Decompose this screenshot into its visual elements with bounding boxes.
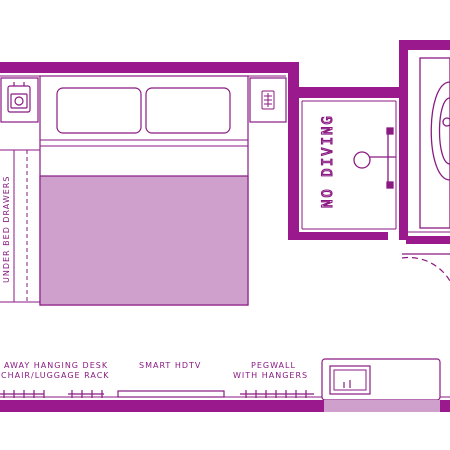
no-diving-label: NO DIVING [320, 114, 336, 208]
pegwall-label-line2: WITH HANGERS [233, 371, 308, 380]
pegwall-label-line1: PEGWALL [251, 361, 296, 370]
bathroom-right-wall [399, 40, 408, 240]
smart-tv [117, 390, 225, 398]
bottom-labels: AWAY HANGING DESK CHAIR/LUGGAGE RACK SMA… [1, 361, 308, 380]
pillow-left [56, 87, 142, 134]
pillow-right [145, 87, 231, 134]
phone-keypad-icon [261, 90, 275, 110]
bed-blanket [39, 175, 249, 306]
bed-headboard-line [39, 139, 249, 147]
bottom-furniture [0, 390, 314, 398]
alarm-clock-icon [7, 82, 31, 113]
bathroom-top-wall [288, 87, 408, 98]
top-wall [0, 62, 299, 73]
under-bed-drawers-label: UNDER BED DRAWERS [2, 176, 11, 283]
toilet-icon [419, 57, 450, 229]
door-swing-icon [401, 253, 450, 330]
top-right-wall [399, 40, 450, 50]
bathroom: NO DIVING [319, 57, 450, 229]
pegwall-hangers [240, 390, 314, 398]
smart-tv-label: SMART HDTV [139, 361, 201, 370]
nightstand-left [0, 77, 39, 123]
bathroom-bottom-wall [288, 232, 388, 240]
bed [39, 75, 249, 306]
sink-faucet-icon [343, 380, 351, 388]
nightstand-right [249, 77, 287, 123]
hanging-desk-label-line2: CHAIR/LUGGAGE RACK [1, 371, 110, 380]
sink-basin [329, 365, 371, 395]
faucet-icon [353, 127, 396, 189]
desk-hangers [0, 390, 104, 398]
hanging-desk-label-line1: AWAY HANGING DESK [4, 361, 108, 370]
bathroom-left-wall [288, 62, 299, 240]
under-bed-drawers: UNDER BED DRAWERS [0, 149, 40, 303]
sink-counter [321, 358, 441, 412]
right-bottom-wall-stub [406, 236, 450, 244]
